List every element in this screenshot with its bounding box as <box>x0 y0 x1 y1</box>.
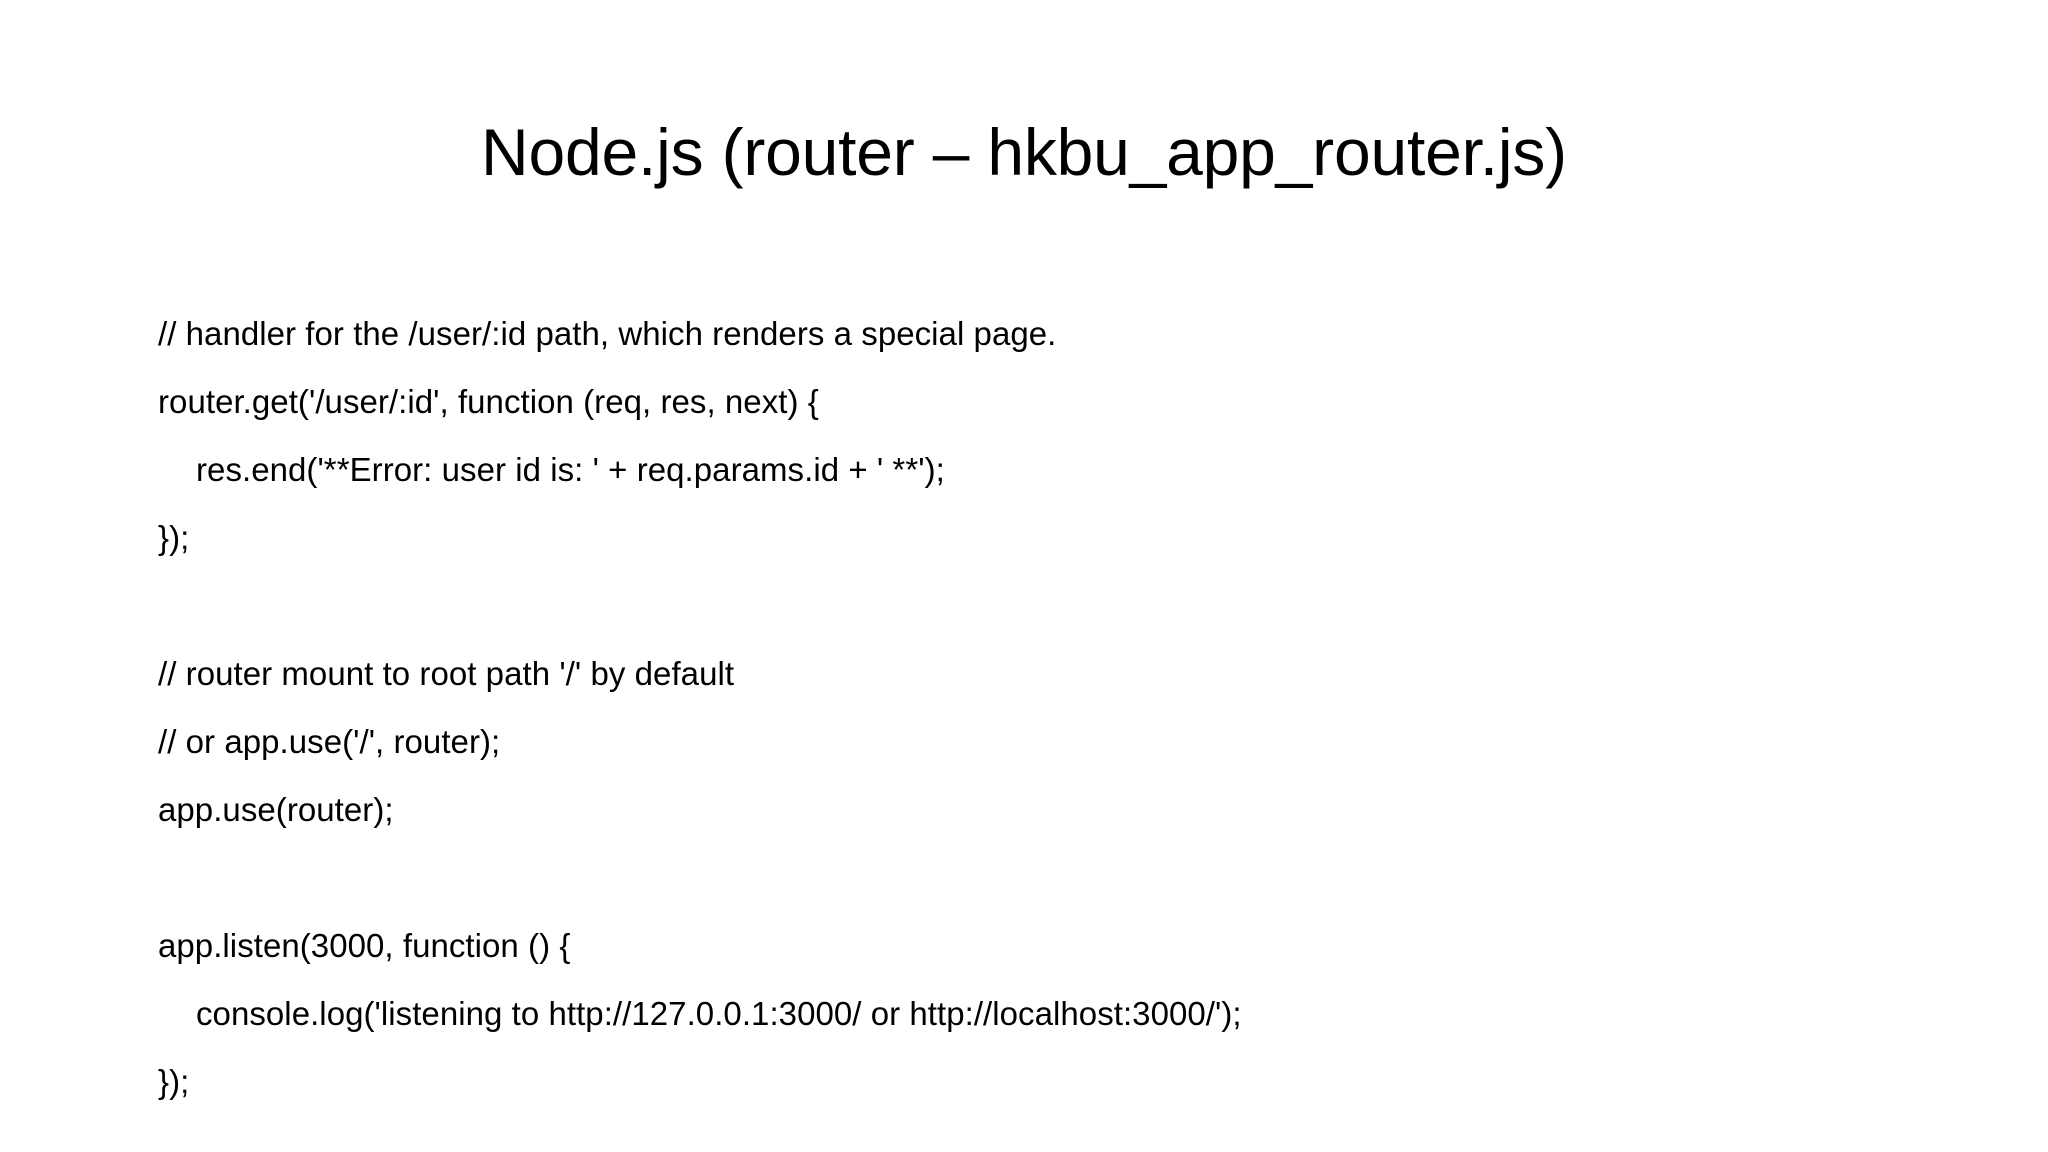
code-line-3: res.end('**Error: user id is: ' + req.pa… <box>196 451 945 488</box>
code-line-4: }); <box>158 519 190 556</box>
code-line-2: router.get('/user/:id', function (req, r… <box>158 383 819 420</box>
code-line-7: // or app.use('/', router); <box>158 723 501 760</box>
code-line-10: app.listen(3000, function () { <box>158 927 571 964</box>
code-line-12: }); <box>158 1063 190 1100</box>
code-line-5-blank <box>158 572 1918 640</box>
code-line-9-blank <box>158 844 1918 912</box>
code-line-6: // router mount to root path '/' by defa… <box>158 655 735 692</box>
code-line-11: console.log('listening to http://127.0.0… <box>196 995 1242 1032</box>
page-title: Node.js (router – hkbu_app_router.js) <box>481 115 1567 189</box>
code-line-1: // handler for the /user/:id path, which… <box>158 315 1057 352</box>
code-block: // handler for the /user/:id path, which… <box>158 300 1918 1116</box>
code-line-8: app.use(router); <box>158 791 394 828</box>
